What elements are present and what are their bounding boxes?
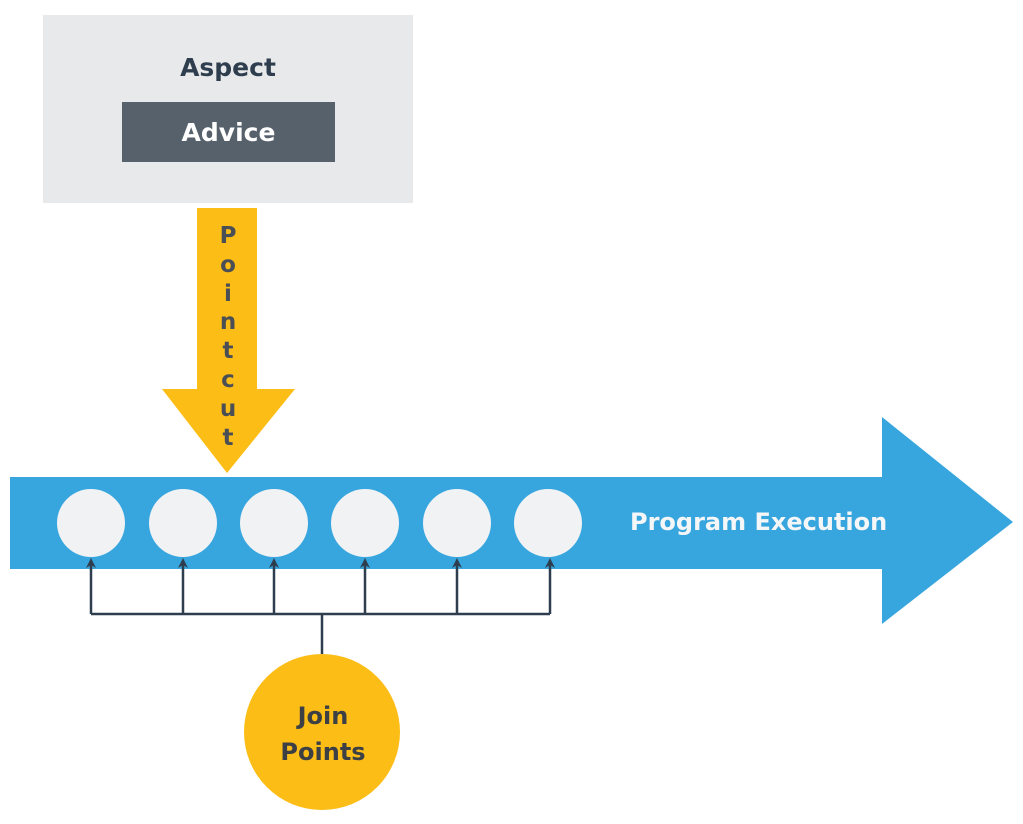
program-execution-label: Program Execution — [630, 508, 888, 536]
join-point-circle-1 — [57, 489, 125, 557]
advice-box: Advice — [122, 102, 335, 162]
join-points-circle — [244, 654, 400, 810]
join-point-circle-3 — [240, 489, 308, 557]
join-point-circle-2 — [149, 489, 217, 557]
join-points-label: Join Points — [247, 698, 399, 770]
join-points-label-line1: Join — [297, 702, 349, 730]
aspect-box: Aspect Advice — [43, 15, 413, 203]
join-point-connectors — [86, 558, 555, 654]
join-point-circle-4 — [331, 489, 399, 557]
join-point-circle-6 — [514, 489, 582, 557]
pointcut-arrow — [162, 208, 295, 473]
join-points-label-line2: Points — [280, 738, 366, 766]
join-point-circle-5 — [423, 489, 491, 557]
pointcut-label: P o i n t c u t — [219, 223, 237, 451]
aspect-title: Aspect — [180, 53, 276, 82]
program-execution-arrow — [10, 417, 1013, 624]
